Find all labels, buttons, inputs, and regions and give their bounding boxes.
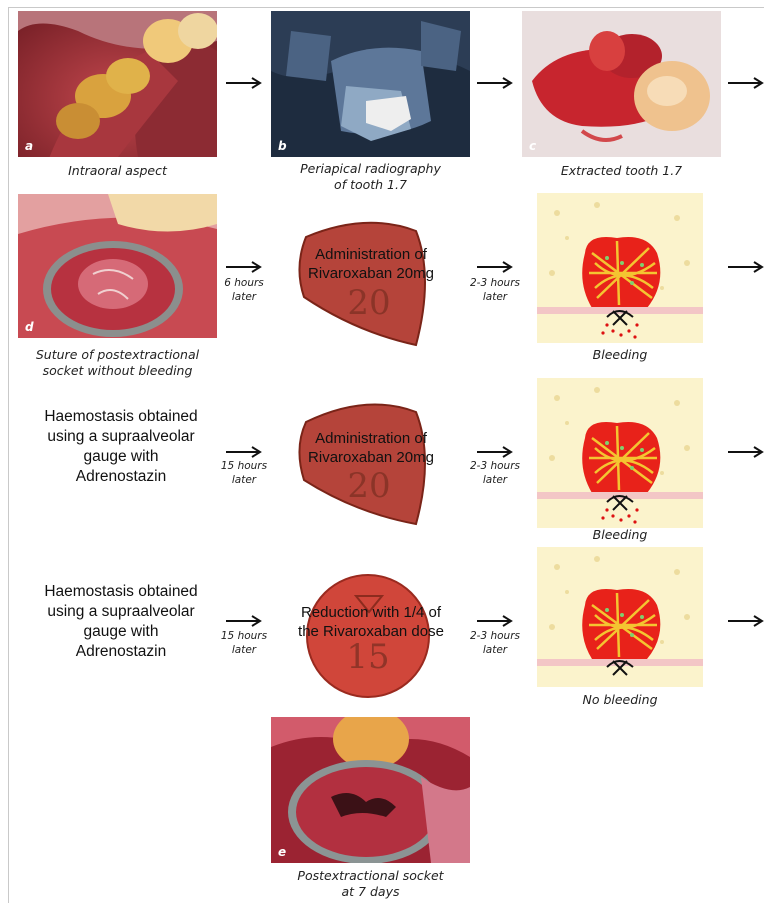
time-label: 2-3 hours later	[462, 629, 528, 657]
haemostasis-note: Haemostasis obtained using a supraalveol…	[16, 407, 226, 487]
photo-letter: d	[25, 320, 34, 334]
clot-bleeding-icon	[537, 193, 703, 343]
clot-bleeding-icon	[537, 378, 703, 528]
photo-radiography: b	[271, 11, 470, 157]
result-label: No bleeding	[560, 692, 680, 707]
time-label: 15 hours later	[210, 459, 278, 487]
result-label: Bleeding	[560, 527, 680, 542]
arrow-right-icon	[475, 260, 515, 274]
photo-extracted-tooth: c	[522, 11, 721, 157]
arrow-right-icon	[726, 76, 764, 90]
pill-number: 15	[333, 637, 403, 677]
time-label: 6 hours later	[214, 276, 274, 304]
arrow-right-icon	[224, 445, 264, 459]
drug-label: Administration of Rivaroxaban 20mg	[276, 429, 466, 467]
arrow-right-icon	[726, 260, 764, 274]
time-label: 15 hours later	[210, 629, 278, 657]
drug-label: Administration of Rivaroxaban 20mg	[276, 245, 466, 283]
arrow-right-icon	[224, 76, 264, 90]
photo-intraoral: a	[18, 11, 217, 157]
caption-intraoral: Intraoral aspect	[18, 163, 217, 179]
photo-letter: a	[25, 139, 33, 153]
arrow-right-icon	[726, 445, 764, 459]
photo-suture: d	[18, 194, 217, 338]
arrow-right-icon	[726, 614, 764, 628]
arrow-right-icon	[475, 76, 515, 90]
caption-extracted-tooth: Extracted tooth 1.7	[522, 163, 721, 179]
arrow-right-icon	[224, 260, 264, 274]
time-label: 2-3 hours later	[462, 459, 528, 487]
arrow-right-icon	[224, 614, 264, 628]
photo-socket-7-days: e	[271, 717, 470, 863]
caption-radiography: Periapical radiography of tooth 1.7	[262, 161, 479, 193]
drug-label: Reduction with 1/4 of the Rivaroxaban do…	[271, 603, 471, 641]
photo-letter: c	[529, 139, 536, 153]
pill-number: 20	[334, 466, 404, 506]
caption-socket-7-days: Postextractional socket at 7 days	[262, 868, 479, 900]
arrow-right-icon	[475, 445, 515, 459]
time-label: 2-3 hours later	[462, 276, 528, 304]
clot-no-bleeding-icon	[537, 547, 703, 687]
photo-letter: e	[278, 845, 286, 859]
caption-suture: Suture of postextractional socket withou…	[12, 347, 223, 379]
result-label: Bleeding	[560, 347, 680, 362]
photo-letter: b	[278, 139, 287, 153]
pill-number: 20	[334, 283, 404, 323]
haemostasis-note: Haemostasis obtained using a supraalveol…	[16, 582, 226, 662]
arrow-right-icon	[475, 614, 515, 628]
